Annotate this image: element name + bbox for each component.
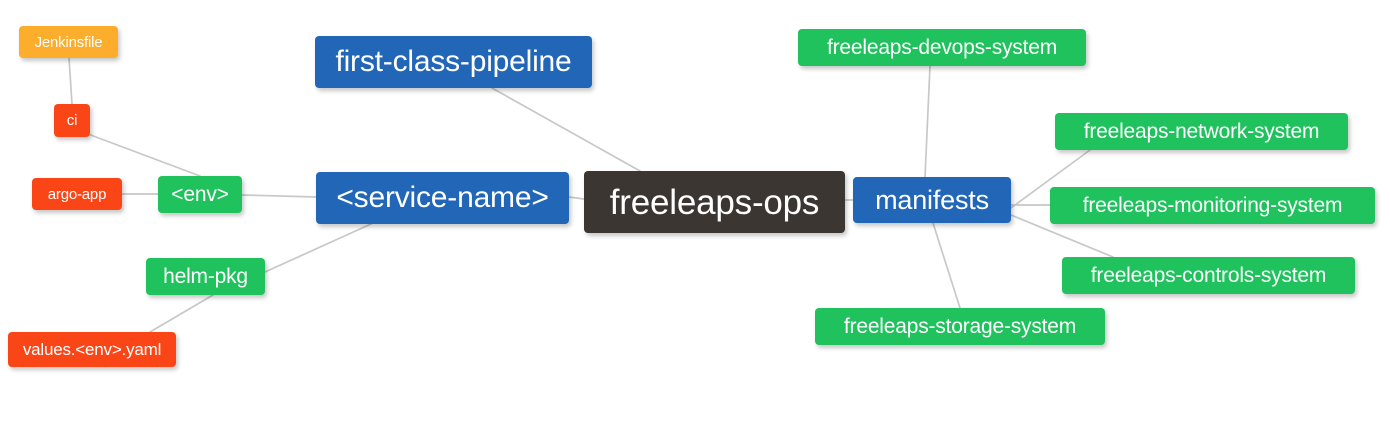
node-env[interactable]: <env> bbox=[158, 176, 242, 213]
node-ci[interactable]: ci bbox=[54, 104, 90, 137]
edge-env-to-service-name bbox=[241, 194, 317, 198]
edge-ci-to-env bbox=[87, 133, 201, 177]
node-first-class-pipeline[interactable]: first-class-pipeline bbox=[315, 36, 592, 88]
node-freeleaps-monitoring-system[interactable]: freeleaps-monitoring-system bbox=[1050, 187, 1375, 224]
node-helm-pkg[interactable]: helm-pkg bbox=[146, 258, 265, 295]
edge-manifests-to-freeleaps-controls-system bbox=[1010, 214, 1114, 258]
node-jenkinsfile[interactable]: Jenkinsfile bbox=[19, 26, 118, 58]
node-freeleaps-storage-system[interactable]: freeleaps-storage-system bbox=[815, 308, 1105, 345]
node-freeleaps-controls-system[interactable]: freeleaps-controls-system bbox=[1062, 257, 1355, 294]
node-service-name[interactable]: <service-name> bbox=[316, 172, 569, 224]
edge-service-name-to-freeleaps-ops bbox=[568, 196, 585, 200]
edge-freeleaps-devops-system-to-manifests bbox=[924, 65, 931, 178]
edge-first-class-pipeline-to-freeleaps-ops bbox=[491, 87, 641, 172]
node-manifests[interactable]: manifests bbox=[853, 177, 1011, 223]
node-freeleaps-network-system[interactable]: freeleaps-network-system bbox=[1055, 113, 1348, 150]
edge-manifests-to-freeleaps-storage-system bbox=[932, 222, 961, 309]
edge-helm-pkg-to-service-name bbox=[264, 223, 372, 273]
node-freeleaps-ops[interactable]: freeleaps-ops bbox=[584, 171, 845, 233]
edge-manifests-to-freeleaps-network-system bbox=[1010, 149, 1091, 209]
node-freeleaps-devops-system[interactable]: freeleaps-devops-system bbox=[798, 29, 1086, 66]
node-argo-app[interactable]: argo-app bbox=[32, 178, 122, 210]
edge-jenkinsfile-to-ci bbox=[68, 57, 73, 105]
node-values-yaml[interactable]: values.<env>.yaml bbox=[8, 332, 176, 367]
edge-values-yaml-to-helm-pkg bbox=[149, 294, 214, 333]
